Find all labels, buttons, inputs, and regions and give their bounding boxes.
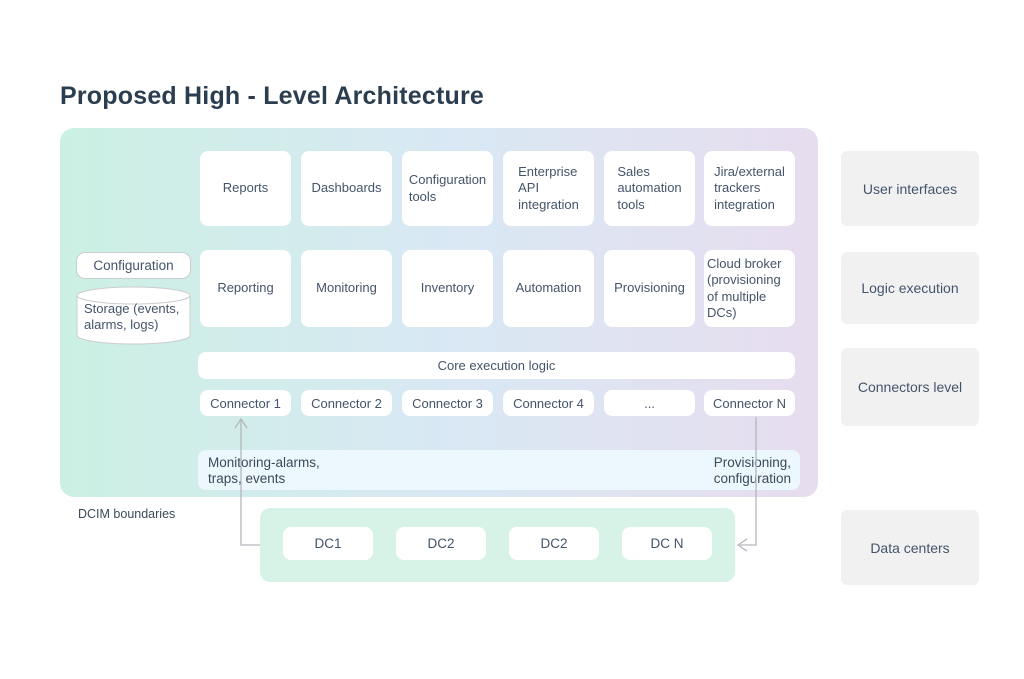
logic-box-reporting-label: Reporting <box>217 280 274 296</box>
connector-4-label: Connector 4 <box>513 395 584 411</box>
level-label-data-centers: Data centers <box>841 510 979 585</box>
connector-2-label: Connector 2 <box>311 395 382 411</box>
storage-cylinder-label: Storage (events, alarms, logs) <box>84 301 180 332</box>
configuration-box-label: Configuration <box>93 258 174 273</box>
ui-box-enterprise-api-integration-label: Enterprise API integration <box>518 164 579 212</box>
logic-box-provisioning: Provisioning <box>604 250 695 327</box>
logic-box-reporting: Reporting <box>200 250 291 327</box>
level-label-connectors-level-text: Connectors level <box>857 379 963 395</box>
logic-box-monitoring: Monitoring <box>301 250 392 327</box>
logic-box-provisioning-label: Provisioning <box>614 280 685 296</box>
flow-bar: Monitoring-alarms, traps, events Provisi… <box>198 450 800 490</box>
level-label-data-centers-text: Data centers <box>870 539 950 556</box>
ui-box-enterprise-api-integration: Enterprise API integration <box>503 151 594 226</box>
ui-box-dashboards-label: Dashboards <box>311 180 382 196</box>
logic-box-automation: Automation <box>503 250 594 327</box>
connector-1-box: Connector 1 <box>200 390 291 416</box>
ui-box-jira-external-trackers: Jira/external trackers integration <box>704 151 795 226</box>
ui-box-configuration-tools-label: Configuration tools <box>408 172 487 204</box>
logic-box-inventory: Inventory <box>402 250 493 327</box>
ui-box-reports: Reports <box>200 151 291 226</box>
connector-3-box: Connector 3 <box>402 390 493 416</box>
connector-n-box: Connector N <box>704 390 795 416</box>
ui-box-configuration-tools: Configuration tools <box>402 151 493 226</box>
connector-2-box: Connector 2 <box>301 390 392 416</box>
dc2-label: DC2 <box>427 536 455 551</box>
core-execution-logic-bar: Core execution logic <box>198 352 795 379</box>
logic-box-automation-label: Automation <box>515 280 582 296</box>
level-label-logic-execution: Logic execution <box>841 252 979 324</box>
connector-1-label: Connector 1 <box>210 395 281 411</box>
connector-3-label: Connector 3 <box>412 395 483 411</box>
dc-n-box: DC N <box>622 527 712 560</box>
flow-monitoring-label: Monitoring-alarms, traps, events <box>208 455 320 486</box>
configuration-box: Configuration <box>76 252 191 279</box>
ui-box-dashboards: Dashboards <box>301 151 392 226</box>
logic-box-cloud-broker: Cloud broker (provisioning of multiple D… <box>704 250 795 327</box>
connector-ellipsis-box: ... <box>604 390 695 416</box>
connector-4-box: Connector 4 <box>503 390 594 416</box>
dc1-label: DC1 <box>314 536 342 551</box>
dc3-box: DC2 <box>509 527 599 560</box>
dc3-label: DC2 <box>540 536 568 551</box>
logic-box-inventory-label: Inventory <box>420 280 475 296</box>
ui-box-sales-automation-tools: Sales automation tools <box>604 151 695 226</box>
ui-box-reports-label: Reports <box>222 180 269 196</box>
dcim-boundaries-label: DCIM boundaries <box>78 507 176 521</box>
ui-box-jira-external-trackers-label: Jira/external trackers integration <box>714 164 785 212</box>
level-label-user-interfaces-text: User interfaces <box>862 180 958 197</box>
flow-provisioning-label: Provisioning, configuration <box>713 455 791 486</box>
dc-n-label: DC N <box>650 536 684 551</box>
logic-box-monitoring-label: Monitoring <box>316 280 377 296</box>
connector-n-label: Connector N <box>713 395 786 411</box>
storage-cylinder-icon <box>76 286 191 345</box>
core-execution-logic-label: Core execution logic <box>437 358 556 373</box>
connector-ellipsis-label: ... <box>644 395 655 411</box>
logic-box-cloud-broker-label: Cloud broker (provisioning of multiple D… <box>707 256 782 320</box>
level-label-user-interfaces: User interfaces <box>841 151 979 226</box>
page-title: Proposed High - Level Architecture <box>60 82 485 110</box>
ui-box-sales-automation-tools-label: Sales automation tools <box>617 164 682 212</box>
level-label-logic-execution-text: Logic execution <box>861 280 959 296</box>
dc2-box: DC2 <box>396 527 486 560</box>
dc1-box: DC1 <box>283 527 373 560</box>
level-label-connectors-level: Connectors level <box>841 348 979 426</box>
